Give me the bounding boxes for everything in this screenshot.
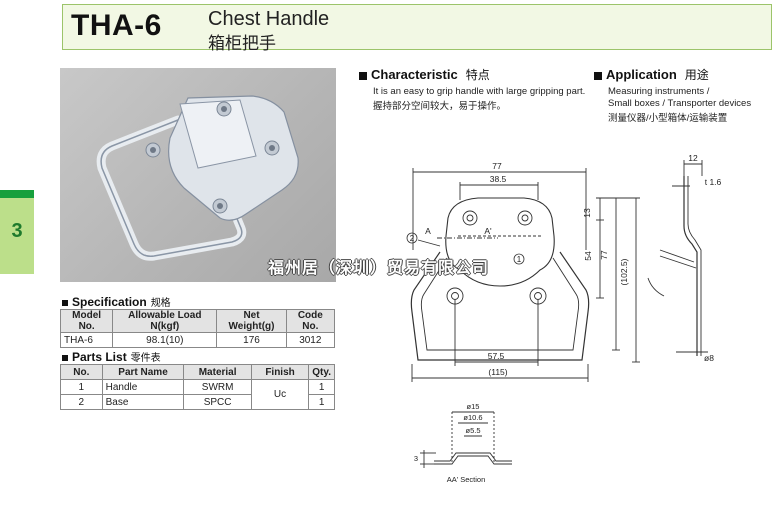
dim-54: 54 <box>583 251 593 261</box>
callout-1-label: 1 <box>517 255 522 264</box>
dim-38-5: 38.5 <box>490 174 507 184</box>
parts-list-table: No. Part Name Material Finish Qty. 1 Han… <box>60 364 335 410</box>
characteristic-heading: Characteristic 特点 <box>359 66 490 83</box>
application-heading: Application 用途 <box>594 66 709 83</box>
bullet-square-icon <box>62 354 68 361</box>
section-mark-a-prime: A' <box>484 226 492 236</box>
dim-77-top: 77 <box>492 161 502 171</box>
section-mark-a: A <box>425 226 431 236</box>
table-row: 2 Base SPCC 1 <box>60 394 335 410</box>
callout-1: 1 <box>513 253 525 265</box>
front-view <box>410 168 640 382</box>
cell-finish: Uc <box>250 379 310 410</box>
characteristic-title: Characteristic <box>371 67 458 82</box>
side-view <box>647 160 708 356</box>
callout-2-label: 2 <box>410 234 415 243</box>
table-header-row: No. Part Name Material Finish Qty. <box>60 364 335 380</box>
cell-allowable-load: 98.1(10) <box>112 332 218 348</box>
col-net-weight: Net Weight(g) <box>216 309 287 333</box>
dim-phi-10-6: ø10.6 <box>463 413 482 422</box>
dim-3: 3 <box>414 454 418 463</box>
bullet-square-icon <box>594 71 602 80</box>
parts-list-title-cn: 零件表 <box>130 353 161 364</box>
cell-material: SPCC <box>183 394 252 410</box>
application-title: Application <box>606 67 677 82</box>
dim-77-side: 77 <box>599 250 609 260</box>
col-finish: Finish <box>250 364 310 380</box>
product-photo <box>60 68 336 282</box>
characteristic-text-en: It is an easy to grip handle with large … <box>373 86 586 97</box>
side-view-labels: 12 t 1.6 ø8 <box>688 153 721 363</box>
table-header-row: Model No. Allowable Load N(kgf) Net Weig… <box>59 309 336 333</box>
cell-model-no: THA-6 <box>59 332 114 348</box>
dim-phi-8: ø8 <box>704 353 714 363</box>
dim-102-5: (102.5) <box>619 258 629 285</box>
front-view-labels: 77 38.5 13 54 77 (102.5) 57.5 (115) A A' <box>425 161 629 377</box>
callout-2: 2 <box>406 232 418 244</box>
table-row: THA-6 98.1(10) 176 3012 <box>59 332 336 348</box>
cell-code-no: 3012 <box>285 332 336 348</box>
chapter-tab[interactable]: 3 <box>0 190 34 274</box>
characteristic-text-cn: 握持部分空间较大，易于操作。 <box>373 101 507 112</box>
model-number: THA-6 <box>71 9 162 42</box>
application-text-cn: 测量仪器/小型箱体/运输装置 <box>608 113 728 124</box>
bullet-square-icon <box>359 71 367 80</box>
dim-12: 12 <box>688 153 698 163</box>
bullet-square-icon <box>62 299 68 306</box>
col-allowable-load: Allowable Load N(kgf) <box>112 309 218 333</box>
section-view-labels: ø15 ø10.6 ø5.5 3 AA' Section <box>414 402 485 484</box>
chapter-tab-bar <box>0 190 34 198</box>
table-row: 1 Handle SWRM Uc 1 <box>60 379 335 410</box>
dim-57-5: 57.5 <box>488 351 505 361</box>
application-title-cn: 用途 <box>684 68 709 82</box>
specification-title-cn: 规格 <box>150 298 171 309</box>
section-view <box>420 411 512 468</box>
dim-phi-15: ø15 <box>467 402 480 411</box>
col-qty: Qty. <box>308 364 335 380</box>
specification-title: Specification <box>72 295 147 309</box>
dim-13: 13 <box>582 208 592 218</box>
specification-table: Model No. Allowable Load N(kgf) Net Weig… <box>59 309 336 348</box>
dim-115: (115) <box>488 367 507 377</box>
dim-phi-5-5: ø5.5 <box>465 426 480 435</box>
parts-list-title: Parts List <box>72 350 127 364</box>
dim-t1-6: t 1.6 <box>705 177 722 187</box>
section-caption: AA' Section <box>447 475 486 484</box>
watermark: 福州居（深圳）贸易有限公司 <box>268 260 490 277</box>
chest-handle-illustration <box>96 95 299 261</box>
product-title-cn: 箱柜把手 <box>208 34 276 53</box>
chapter-number: 3 <box>11 220 23 242</box>
application-line-1: Measuring instruments / <box>608 86 710 97</box>
cell-qty: 1 <box>308 394 335 410</box>
title-bar: THA-6 Chest Handle 箱柜把手 <box>62 4 772 53</box>
col-model-no: Model No. <box>59 309 114 333</box>
characteristic-title-cn: 特点 <box>465 68 490 82</box>
product-title-en: Chest Handle <box>208 8 330 30</box>
application-line-2: Small boxes / Transporter devices <box>608 98 752 109</box>
